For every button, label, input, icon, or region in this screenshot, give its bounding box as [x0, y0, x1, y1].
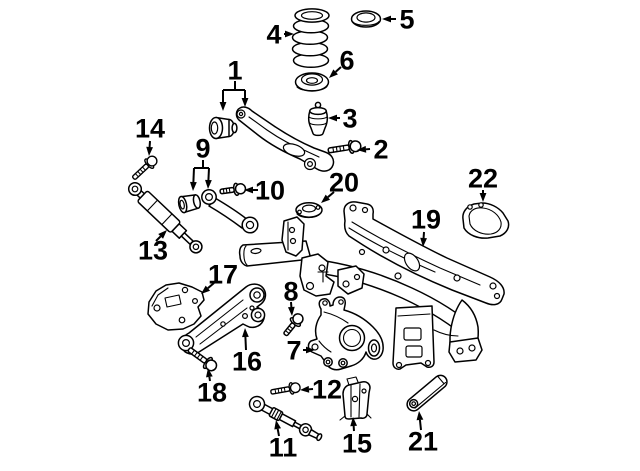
bolt-part-2: [326, 138, 363, 158]
trailing-arm-part-16: [177, 283, 267, 355]
callout-number-9: 9: [195, 134, 210, 164]
coil-spring-part-4: [291, 8, 330, 69]
bolt-part-8: [279, 310, 307, 340]
callout-number-19: 19: [411, 205, 441, 235]
shock-absorber-part-13: [127, 181, 203, 254]
callout-number-20: 20: [329, 168, 359, 198]
rear-crossmember-part-19: [238, 201, 505, 370]
callout-number-11: 11: [269, 433, 298, 463]
callout-number-7: 7: [286, 336, 301, 366]
spring-upper-insulator-part-5: [350, 10, 382, 28]
callout-number-22: 22: [468, 164, 498, 194]
callout-number-17: 17: [208, 260, 238, 290]
bolt-part-14: [128, 152, 161, 184]
insulator-part-20: [295, 202, 323, 219]
callout-number-4: 4: [266, 20, 281, 50]
spring-lower-seat-part-6: [294, 72, 330, 92]
support-bracket-part-22: [462, 202, 510, 239]
callout-number-14: 14: [135, 114, 165, 144]
lateral-link-part-11: [248, 395, 323, 442]
bracket-part-17: [147, 282, 205, 331]
callout-number-6: 6: [339, 46, 354, 76]
bracket-part-15: [339, 376, 372, 421]
callout-number-5: 5: [399, 5, 414, 35]
bolt-part-12: [269, 380, 302, 399]
callout-number-15: 15: [342, 429, 372, 459]
arm-with-bushings-part-9: [177, 189, 259, 234]
callout-number-2: 2: [373, 135, 388, 165]
callout-number-1: 1: [227, 56, 242, 86]
callout-number-21: 21: [408, 427, 438, 457]
stay-bracket-part-21: [406, 374, 448, 412]
spring-bumper-part-3: [307, 101, 329, 137]
callout-number-16: 16: [232, 347, 262, 377]
callout-number-10: 10: [255, 176, 285, 206]
callout-number-3: 3: [342, 104, 357, 134]
callout-number-12: 12: [312, 375, 342, 405]
callout-number-18: 18: [197, 378, 227, 408]
callout-number-8: 8: [283, 277, 298, 307]
bolt-part-10: [218, 181, 248, 199]
knuckle-part-7: [307, 296, 384, 371]
upper-arm-assembly-part-1: [208, 106, 335, 172]
callout-number-13: 13: [138, 236, 168, 266]
